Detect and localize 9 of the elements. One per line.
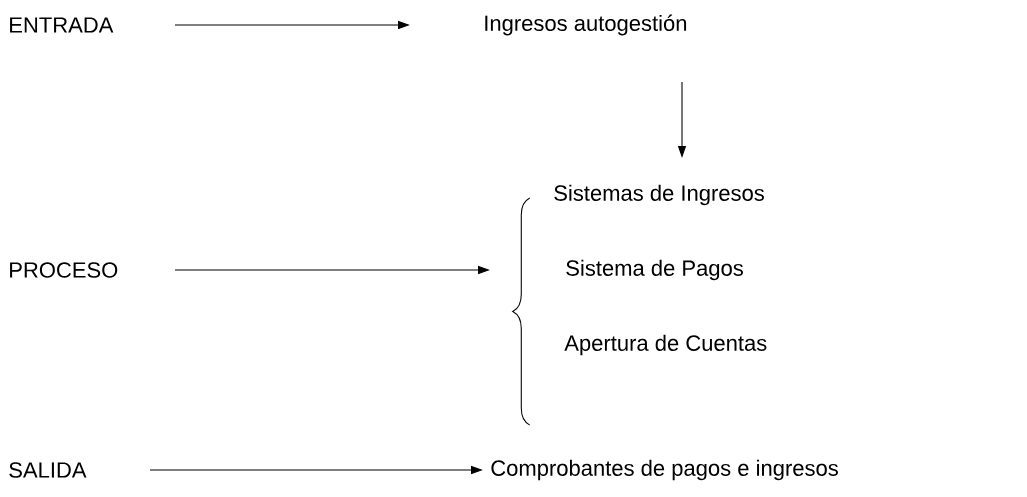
label-text: Sistema de Pagos <box>566 259 743 281</box>
label-text: Ingresos autogestión <box>485 14 687 36</box>
label-text: SALIDA <box>9 462 87 478</box>
label-text: ENTRADA <box>10 17 114 33</box>
label-text: Sistemas de Ingresos <box>554 184 764 206</box>
label-text: Apertura de Cuentas <box>564 334 767 356</box>
label-text: PROCESO <box>10 262 118 278</box>
label-text: Comprobantes de pagos e ingresos <box>491 459 838 481</box>
curly-brace <box>512 197 531 426</box>
